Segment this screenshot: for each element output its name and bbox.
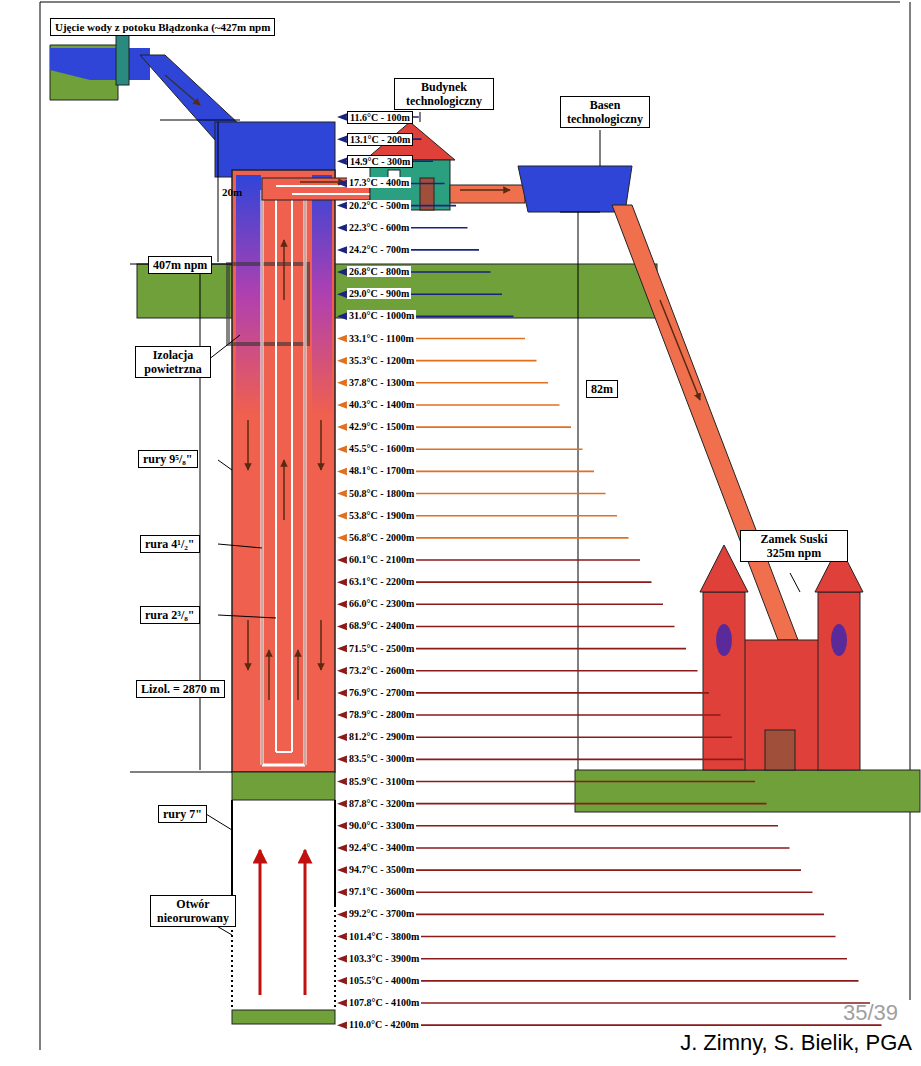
node-text: 407m npm [153, 258, 207, 272]
temperature-label: 66.0°C - 2300m [347, 598, 416, 609]
page-number: 35/39 [843, 1000, 898, 1026]
node-text: 82m [591, 382, 613, 396]
temperature-label: 94.7°C - 3500m [347, 864, 416, 875]
temperature-label: 97.1°C - 3600m [347, 886, 416, 897]
node-text: rura 4¹/₂" [145, 537, 195, 551]
temperature-label: 110.0°C - 4200m [347, 1019, 421, 1030]
basin-label: Basen technologiczny [560, 96, 650, 128]
temperature-label: 107.8°C - 4100m [347, 997, 421, 1008]
temperature-label: 99.2°C - 3700m [347, 908, 416, 919]
temperature-label: 33.1°C - 1100m [347, 333, 416, 344]
temperature-label: 40.3°C - 1400m [347, 399, 416, 410]
castle-label: Zamek Suski 325m npm [740, 530, 848, 562]
temperature-label: 14.9°C - 300m [347, 155, 413, 168]
building-label: Budynek technologiczny [394, 78, 494, 110]
node-text: rura 2³/₈" [145, 608, 195, 622]
node-text: Budynek technologiczny [406, 80, 482, 108]
pipe-label: rury 9⁵/₈" [138, 450, 198, 468]
node-text: Zamek Suski 325m npm [760, 532, 827, 560]
pipe-label: rury 7" [158, 805, 207, 823]
insulation-label: Izolacja powietrzna [135, 346, 211, 378]
temperature-label: 31.0°C - 1000m [347, 310, 416, 321]
pipe-label: rura 4¹/₂" [140, 535, 200, 553]
elevation-label: 407m npm [148, 256, 212, 274]
node-text: rury 9⁵/₈" [143, 452, 193, 466]
temperature-label: 45.5°C - 1600m [347, 443, 416, 454]
temperature-label: 26.8°C - 800m [347, 266, 411, 277]
temperature-label: 53.8°C - 1900m [347, 510, 416, 521]
temperature-label: 56.8°C - 2000m [347, 532, 416, 543]
node-text: Lizol. = 2870 m [141, 682, 220, 696]
temperature-label: 68.9°C - 2400m [347, 620, 416, 631]
temperature-label: 103.3°C - 3900m [347, 953, 421, 964]
temperature-label: 71.5°C - 2500m [347, 643, 416, 654]
temperature-label: 13.1°C - 200m [347, 133, 413, 146]
temperature-label: 92.4°C - 3400m [347, 842, 416, 853]
temperature-label: 81.2°C - 2900m [347, 731, 416, 742]
temperature-label: 85.9°C - 3100m [347, 776, 416, 787]
temperature-label: 83.5°C - 3000m [347, 753, 416, 764]
temperature-label: 63.1°C - 2200m [347, 576, 416, 587]
temperature-label: 105.5°C - 4000m [347, 975, 421, 986]
temperature-label: 17.3°C - 400m [347, 177, 411, 188]
temperature-label: 29.0°C - 900m [347, 288, 411, 299]
temperature-label: 11.6°C - 100m [347, 111, 413, 124]
temperature-label: 37.8°C - 1300m [347, 377, 416, 388]
temperature-label: 35.3°C - 1200m [347, 355, 416, 366]
temperature-label: 20.2°C - 500m [347, 200, 411, 211]
node-text: rury 7" [163, 807, 202, 821]
temperature-label: 24.2°C - 700m [347, 244, 411, 255]
temperature-label: 101.4°C - 3800m [347, 931, 421, 942]
heat-arrow [342, 1024, 882, 1026]
length-label: Lizol. = 2870 m [136, 680, 225, 698]
temperature-label: 73.2°C - 2600m [347, 665, 416, 676]
temperature-label: 22.3°C - 600m [347, 222, 411, 233]
pipe-label: rura 2³/₈" [140, 606, 200, 624]
node-text: Ujęcie wody z potoku Błądzonka (~427m np… [55, 21, 270, 33]
dimension-label: 82m [586, 380, 618, 398]
temperature-label: 60.1°C - 2100m [347, 554, 416, 565]
credit: J. Zimny, S. Bielik, PGA [680, 1030, 912, 1056]
temperature-label: 50.8°C - 1800m [347, 488, 416, 499]
intake-label: Ujęcie wody z potoku Błądzonka (~427m np… [50, 18, 275, 36]
temperature-label: 76.9°C - 2700m [347, 687, 416, 698]
temperature-label: 48.1°C - 1700m [347, 465, 416, 476]
temperature-label: 90.0°C - 3300m [347, 820, 416, 831]
open-hole-label: Otwór nieorurowany [150, 895, 236, 927]
temperature-label: 78.9°C - 2800m [347, 709, 416, 720]
temperature-label: 87.8°C - 3200m [347, 798, 416, 809]
dimension-label: 20m [222, 186, 242, 198]
node-text: Izolacja powietrzna [144, 348, 201, 376]
node-text: Basen technologiczny [567, 98, 643, 126]
temperature-label: 42.9°C - 1500m [347, 421, 416, 432]
node-text: Otwór nieorurowany [157, 897, 229, 925]
